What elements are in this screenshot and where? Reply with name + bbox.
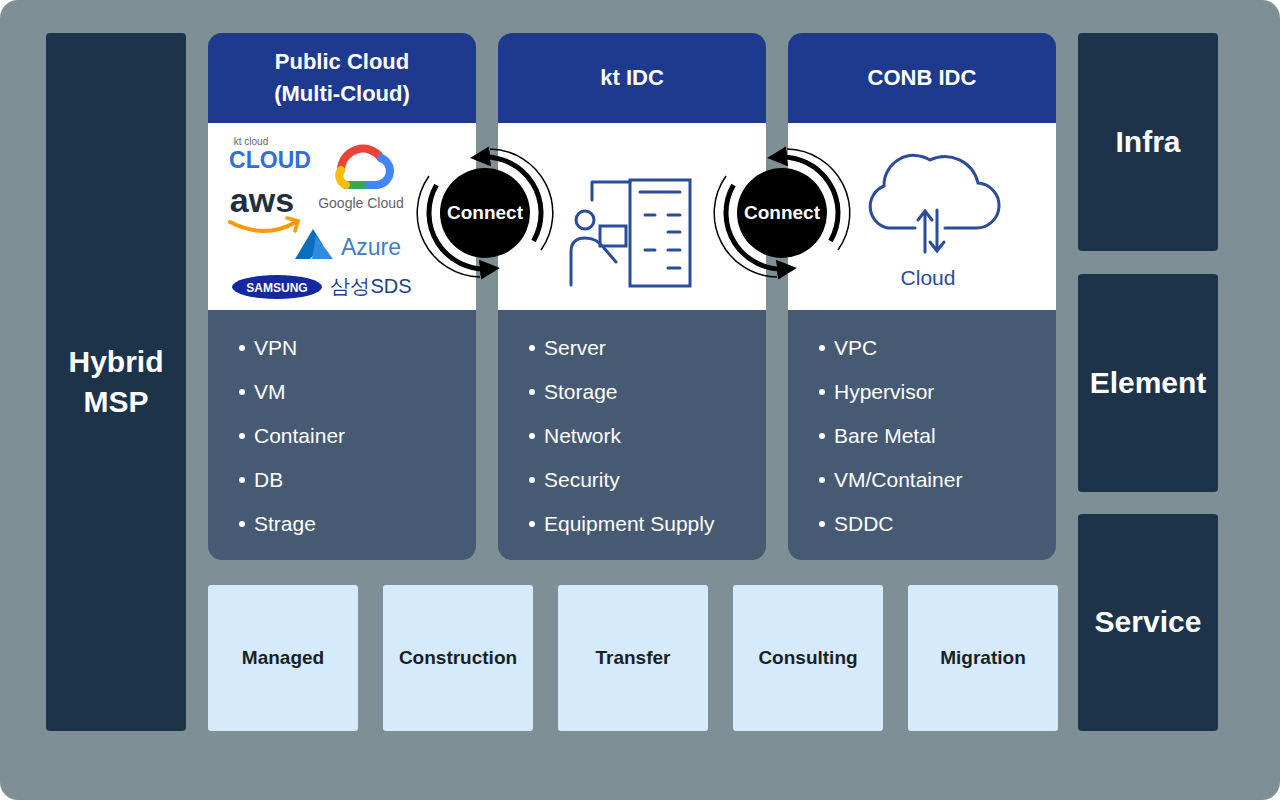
logo-label: Cloud: [901, 267, 956, 288]
list-row: VM/Container: [819, 463, 962, 497]
bullet-dot: [529, 389, 535, 395]
heading-text: Public Cloud (Multi-Cloud): [252, 46, 432, 110]
list-row: Equipment Supply: [529, 507, 714, 541]
bullet-dot: [239, 345, 245, 351]
list-item: Storage: [544, 380, 618, 404]
bullet-dot: [239, 477, 245, 483]
category-panel: Hybrid MSP: [46, 33, 186, 731]
list-row: VPC: [819, 331, 877, 365]
logo-label: 삼성SDS: [330, 276, 411, 296]
list-item: Hypervisor: [834, 380, 934, 404]
logo-label: kt cloud: [234, 137, 268, 147]
list-row: Network: [529, 419, 621, 453]
bullet-dot: [239, 433, 245, 439]
category-label: Hybrid MSP: [51, 342, 181, 423]
service-box: Migration: [908, 585, 1058, 731]
bullet-dot: [529, 521, 535, 527]
bullet-dot: [819, 345, 825, 351]
service-box: Managed: [208, 585, 358, 731]
list-item: Server: [544, 336, 606, 360]
list-row: Container: [239, 419, 345, 453]
service-box: Transfer: [558, 585, 708, 731]
service-label: Consulting: [758, 647, 857, 669]
category-label: Element: [1083, 363, 1213, 404]
list-row: Server: [529, 331, 606, 365]
service-label: Managed: [242, 647, 324, 669]
column-heading: Public Cloud (Multi-Cloud): [208, 33, 476, 123]
category-panel: Service: [1078, 514, 1218, 731]
service-box: Construction: [383, 585, 533, 731]
list-row: Strage: [239, 507, 316, 541]
connect-label: Connect: [744, 202, 820, 224]
list-item: Network: [544, 424, 621, 448]
bullet-dot: [239, 521, 245, 527]
list-item: Container: [254, 424, 345, 448]
category-panel: Infra: [1078, 33, 1218, 251]
list-item: VM: [254, 380, 286, 404]
list-item: VPC: [834, 336, 877, 360]
connect-circle: Connect: [440, 168, 530, 258]
platform-column: kt IDC ServerStorageNetworkSecurityEquipm…: [498, 33, 766, 560]
list-row: SDDC: [819, 507, 894, 541]
list-row: VPN: [239, 331, 297, 365]
service-label: Transfer: [596, 647, 671, 669]
list-item: Strage: [254, 512, 316, 536]
list-item: Equipment Supply: [544, 512, 714, 536]
logo-label: SAMSUNG: [246, 282, 307, 294]
logo-label: Google Cloud: [318, 196, 404, 210]
service-label: Construction: [399, 647, 517, 669]
bullet-dot: [819, 433, 825, 439]
list-item: Bare Metal: [834, 424, 936, 448]
category-panel: Element: [1078, 274, 1218, 492]
column-heading: kt IDC: [498, 33, 766, 123]
list-row: Hypervisor: [819, 375, 934, 409]
list-item: SDDC: [834, 512, 894, 536]
column-heading: CONB IDC: [788, 33, 1056, 123]
bullet-dot: [529, 477, 535, 483]
platform-column: Public Cloud (Multi-Cloud) VPN VM Container…: [208, 33, 476, 560]
bullet-dot: [819, 389, 825, 395]
bullet-dot: [239, 389, 245, 395]
list-row: Security: [529, 463, 620, 497]
list-row: Storage: [529, 375, 618, 409]
list-row: DB: [239, 463, 283, 497]
list-row: Bare Metal: [819, 419, 936, 453]
list-item: Security: [544, 468, 620, 492]
connect-circle: Connect: [737, 168, 827, 258]
bullet-dot: [529, 345, 535, 351]
list-item: DB: [254, 468, 283, 492]
category-label: Service: [1083, 602, 1213, 643]
logo-label: aws: [230, 183, 294, 217]
service-box: Consulting: [733, 585, 883, 731]
bullet-dot: [529, 433, 535, 439]
list-row: VM: [239, 375, 286, 409]
service-label: Migration: [940, 647, 1026, 669]
heading-text: CONB IDC: [832, 62, 1012, 94]
connect-label: Connect: [447, 202, 523, 224]
list-item: VM/Container: [834, 468, 962, 492]
logo-label: CLOUD: [229, 149, 311, 172]
bullet-dot: [819, 521, 825, 527]
bullet-dot: [819, 477, 825, 483]
heading-text: kt IDC: [542, 62, 722, 94]
category-label: Infra: [1083, 122, 1213, 163]
list-item: VPN: [254, 336, 297, 360]
platform-column: CONB IDC VPC HypervisorBare MetalVM/Contai…: [788, 33, 1056, 560]
logo-label: Azure: [341, 236, 401, 259]
